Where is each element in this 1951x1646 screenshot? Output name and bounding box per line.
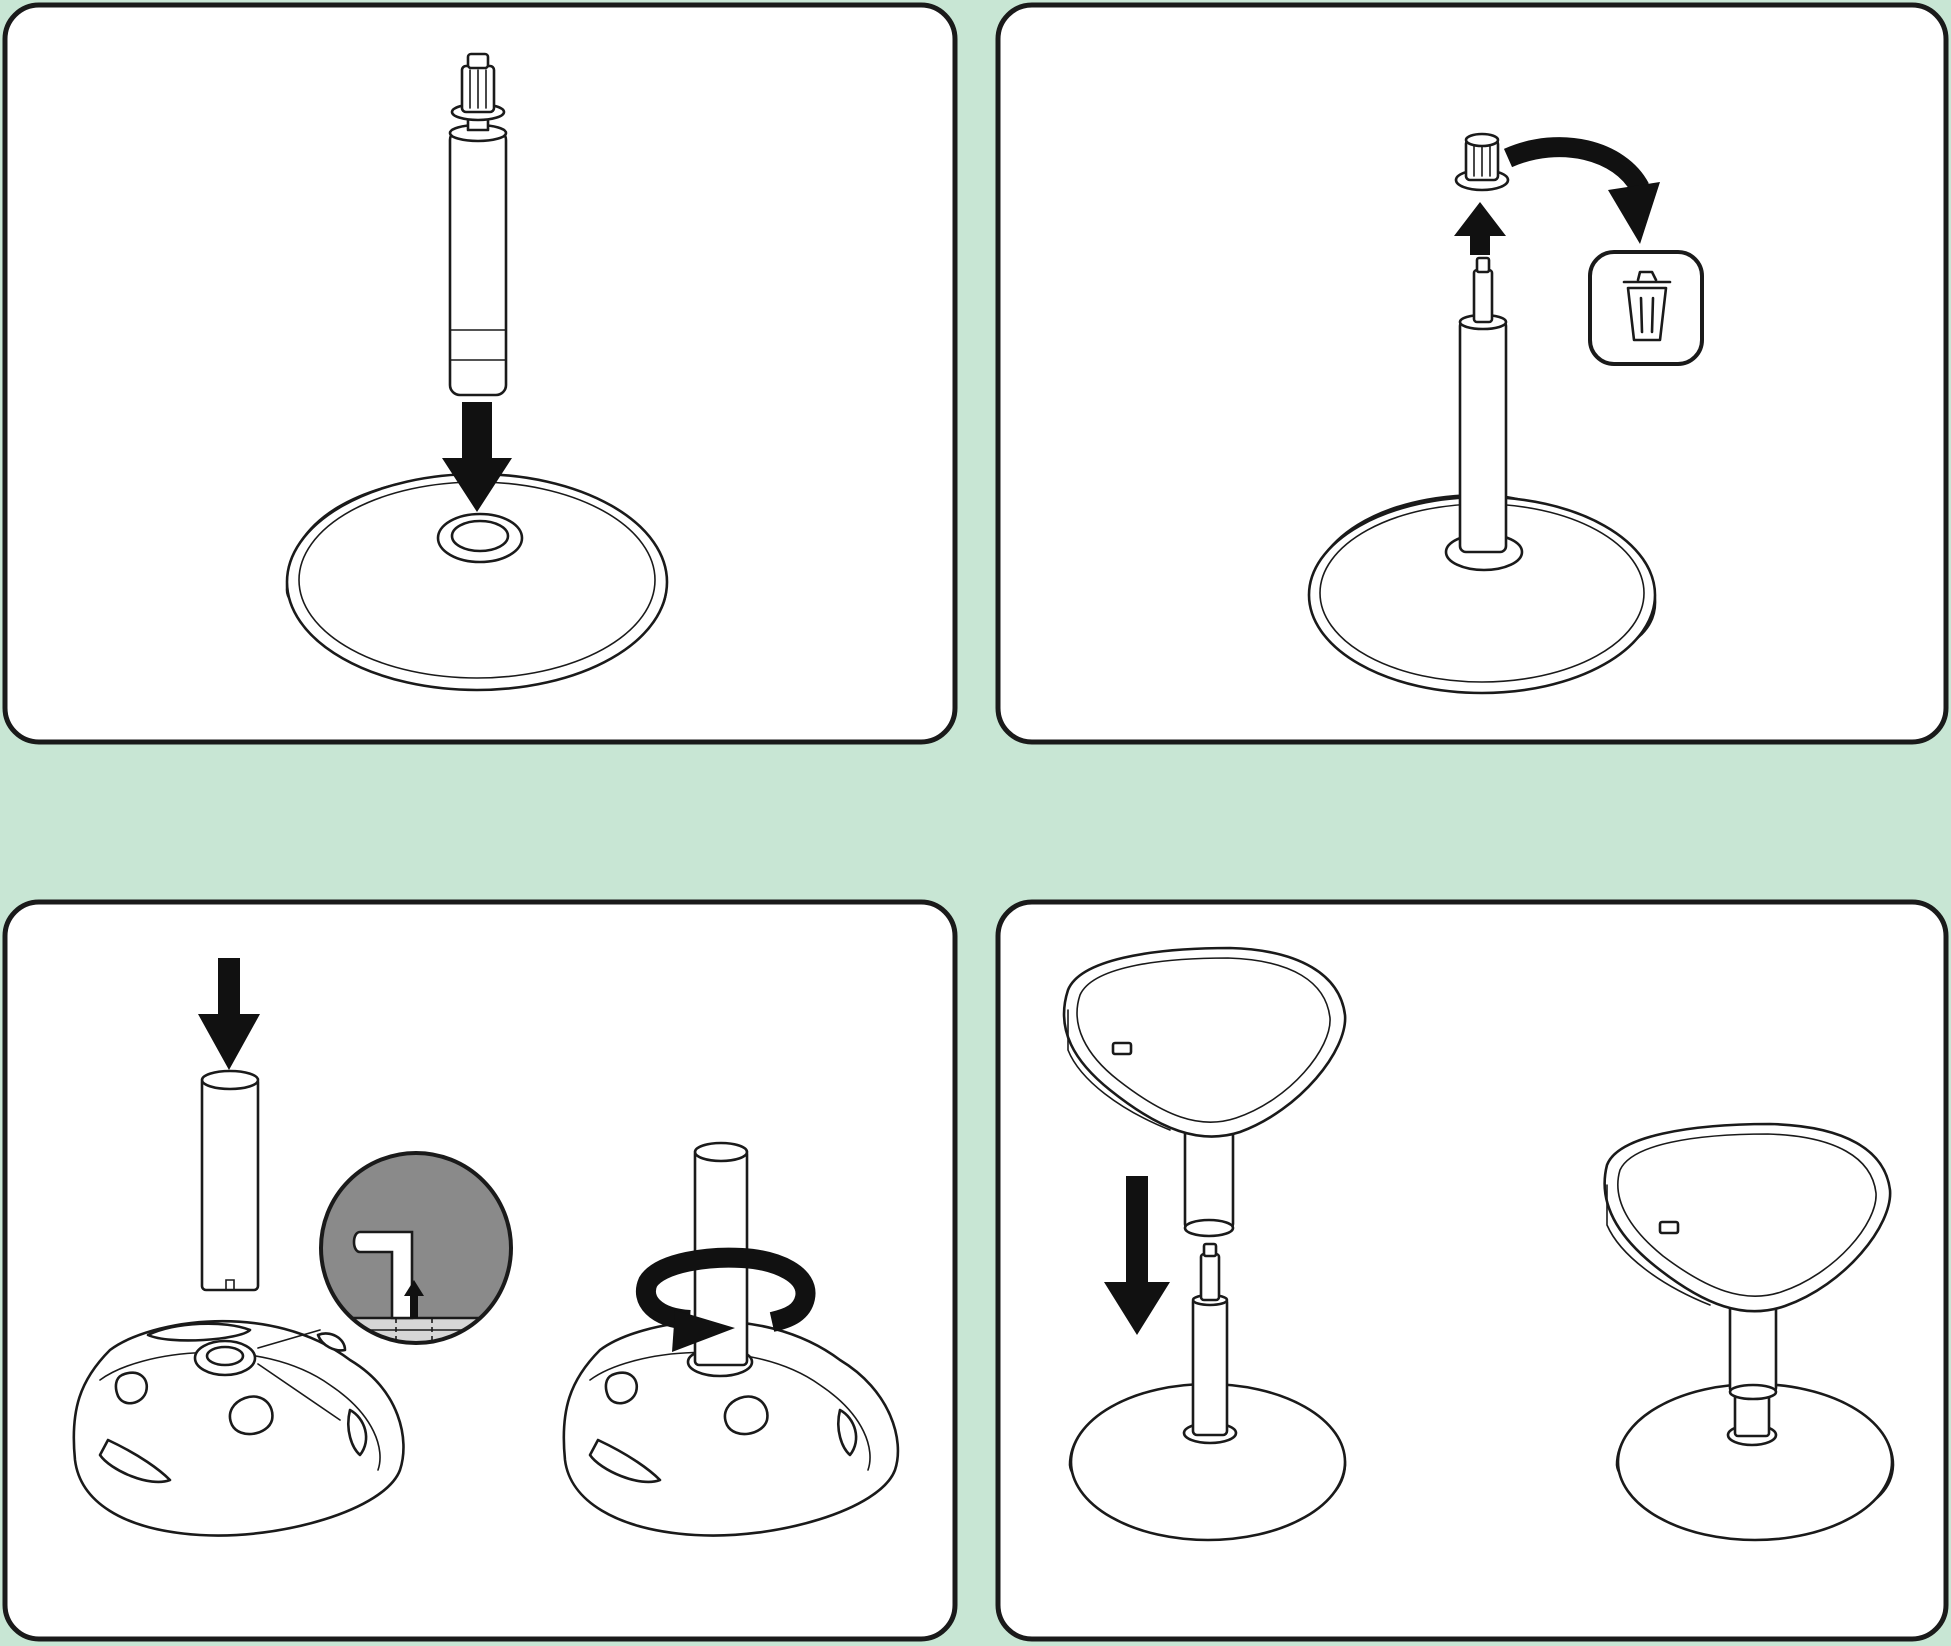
rotate-arrow-icon bbox=[636, 1247, 816, 1352]
step-4-panel bbox=[995, 899, 1949, 1642]
down-arrow-icon bbox=[442, 402, 512, 512]
up-arrow-icon bbox=[1454, 202, 1506, 255]
gas-cylinder bbox=[1458, 256, 1508, 554]
assembled-base bbox=[562, 1141, 900, 1537]
down-arrow-icon bbox=[1104, 1176, 1170, 1335]
assembled-stool bbox=[1603, 1122, 1895, 1542]
base-disc bbox=[285, 472, 669, 692]
triangular-base bbox=[72, 1319, 405, 1537]
column-tube bbox=[200, 1069, 260, 1292]
trash-icon bbox=[1588, 250, 1704, 366]
step-1-panel bbox=[2, 2, 958, 745]
gas-cylinder bbox=[448, 52, 508, 397]
triangular-seat bbox=[1062, 946, 1347, 1238]
protective-cap bbox=[1454, 132, 1510, 192]
step-2-panel bbox=[995, 2, 1949, 745]
step-3-panel bbox=[2, 899, 958, 1642]
curved-arrow-icon bbox=[1503, 137, 1660, 244]
detail-magnifier bbox=[257, 1151, 513, 1421]
down-arrow-icon bbox=[198, 958, 260, 1070]
base-with-cylinder bbox=[1068, 1242, 1347, 1542]
